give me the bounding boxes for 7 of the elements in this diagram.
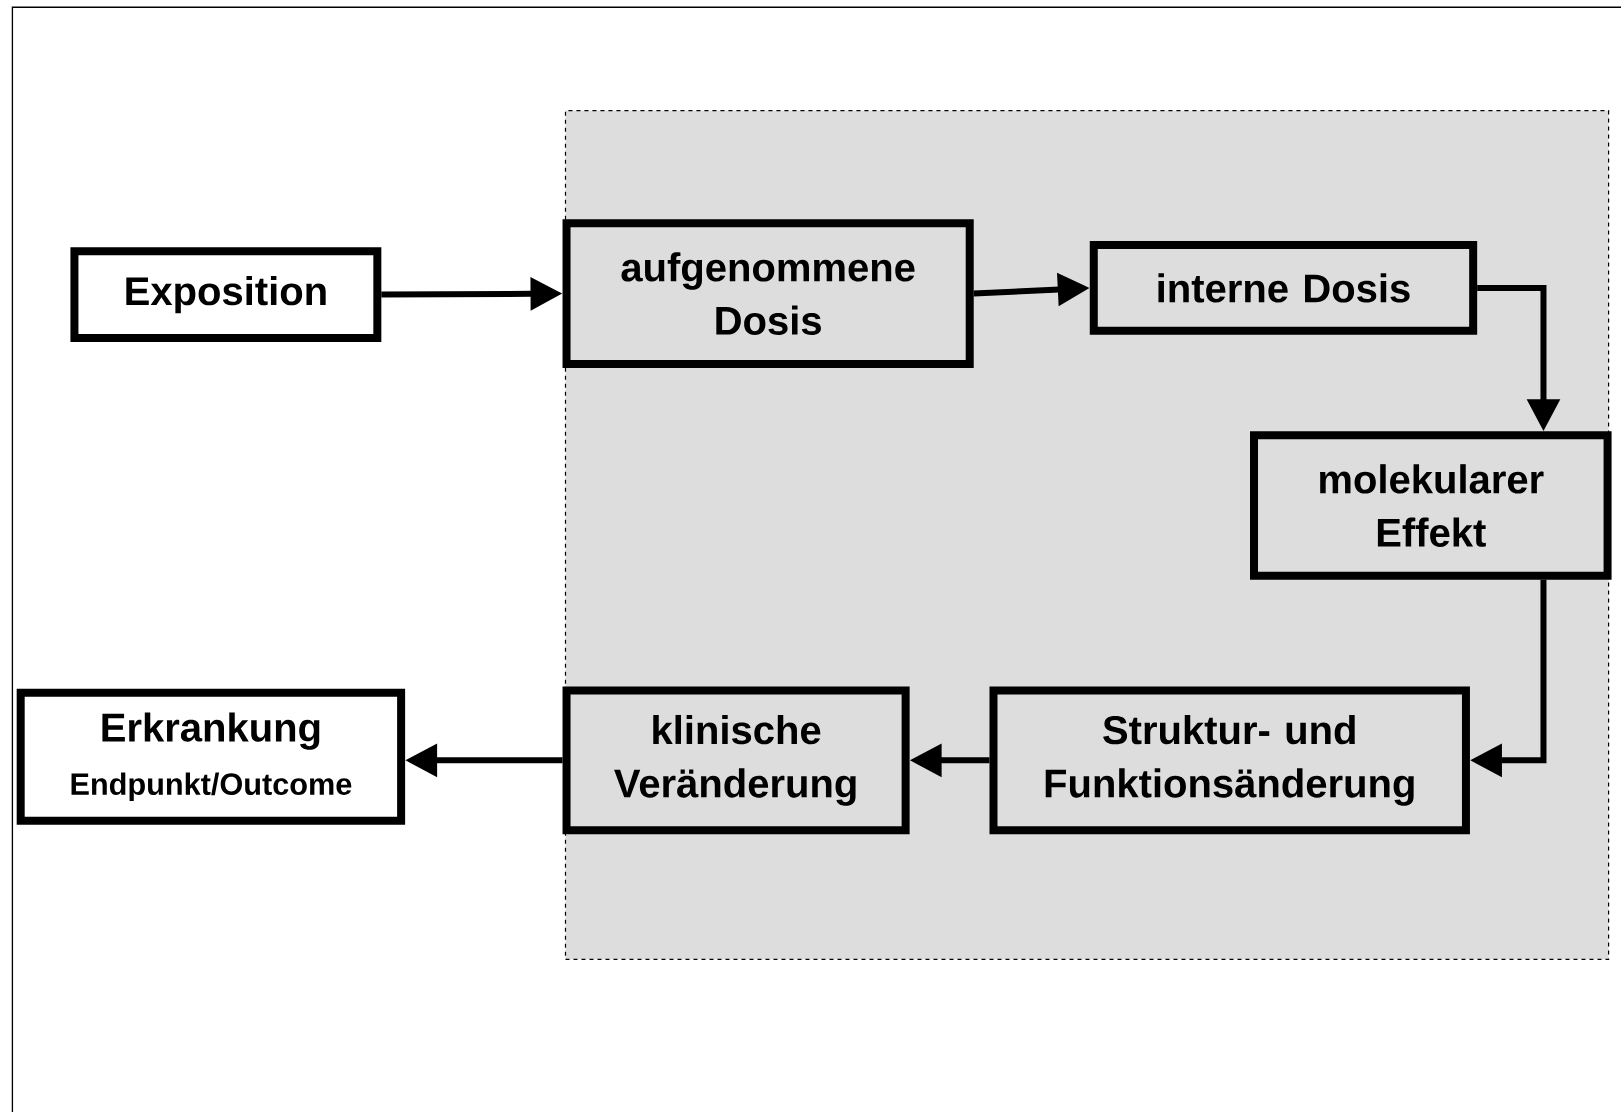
process-box: aufgenommene Dosis	[562, 219, 974, 368]
process-box: klinische Veränderung	[562, 686, 910, 835]
process-box: Erkrankung Endpunkt/Outcome	[16, 688, 406, 825]
process-box: Exposition	[70, 247, 382, 343]
process-box: interne Dosis	[1089, 241, 1478, 335]
process-box: Struktur- und Funktionsänderung	[989, 686, 1470, 835]
process-box: molekularer Effekt	[1250, 431, 1612, 580]
